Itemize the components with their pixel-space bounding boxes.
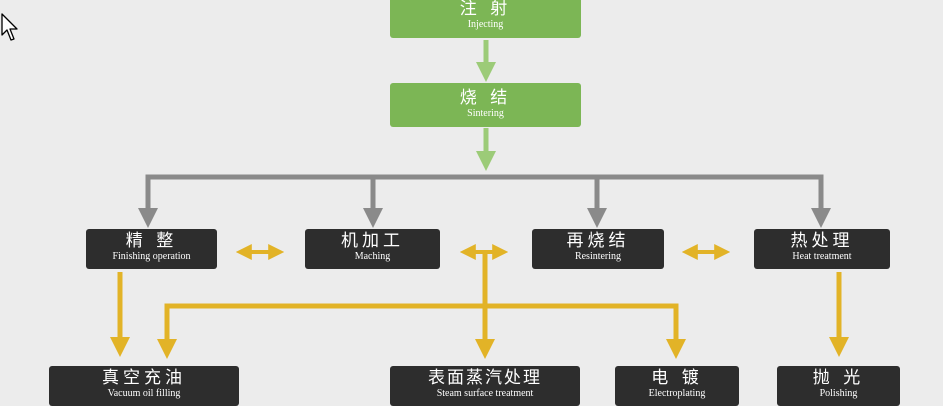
node-maching: 机加工 Maching bbox=[305, 229, 440, 269]
node-injecting-zh: 注 射 bbox=[459, 0, 512, 19]
node-polishing: 抛 光 Polishing bbox=[777, 366, 900, 406]
node-electroplating: 电 镀 Electroplating bbox=[615, 366, 739, 406]
node-electroplating-en: Electroplating bbox=[648, 388, 706, 399]
node-finishing-en: Finishing operation bbox=[112, 251, 191, 262]
node-resintering-zh: 再烧结 bbox=[566, 231, 630, 251]
node-maching-zh: 机加工 bbox=[341, 231, 404, 251]
node-heat-treatment-zh: 热处理 bbox=[790, 231, 854, 251]
node-vacuum-oil-filling-en: Vacuum oil filling bbox=[107, 388, 181, 399]
node-vacuum-oil-filling-zh: 真空充油 bbox=[102, 368, 186, 388]
node-sintering-zh: 烧 结 bbox=[459, 88, 512, 108]
node-finishing: 精 整 Finishing operation bbox=[86, 229, 217, 269]
yellow-distribution-bar bbox=[164, 303, 679, 348]
node-electroplating-zh: 电 镀 bbox=[651, 368, 703, 388]
node-resintering-en: Resintering bbox=[574, 251, 622, 262]
mouse-pointer-icon bbox=[1, 13, 18, 41]
node-polishing-en: Polishing bbox=[819, 388, 858, 399]
node-injecting: 注 射 Injecting bbox=[390, 0, 581, 38]
node-heat-treatment-en: Heat treatment bbox=[792, 251, 852, 262]
node-injecting-en: Injecting bbox=[467, 19, 504, 30]
node-steam-surface-treatment-en: Steam surface treatment bbox=[436, 388, 534, 399]
node-sintering-en: Sintering bbox=[467, 108, 504, 119]
node-resintering: 再烧结 Resintering bbox=[532, 229, 664, 269]
gray-distribution-bar bbox=[145, 174, 824, 217]
node-steam-surface-treatment: 表面蒸汽处理 Steam surface treatment bbox=[390, 366, 580, 406]
node-vacuum-oil-filling: 真空充油 Vacuum oil filling bbox=[49, 366, 239, 406]
node-sintering: 烧 结 Sintering bbox=[390, 83, 581, 127]
node-maching-en: Maching bbox=[354, 251, 391, 262]
node-finishing-zh: 精 整 bbox=[125, 231, 178, 251]
node-polishing-zh: 抛 光 bbox=[812, 368, 865, 388]
node-heat-treatment: 热处理 Heat treatment bbox=[754, 229, 890, 269]
node-steam-surface-treatment-zh: 表面蒸汽处理 bbox=[428, 368, 542, 388]
